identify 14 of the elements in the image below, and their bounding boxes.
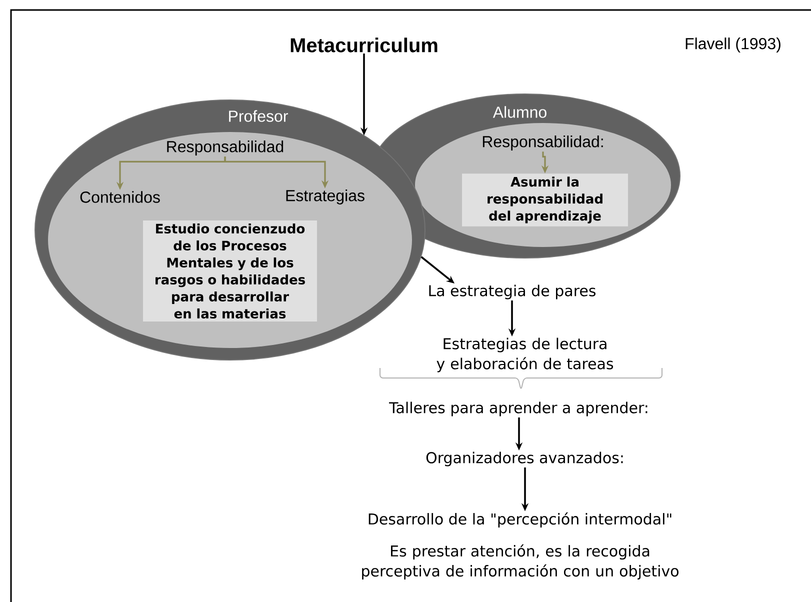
text: Es prestar atención, es la recogida perceptiva de información con un objetivo (362, 544, 678, 580)
text: Talleres para aprender a aprender: (389, 402, 648, 416)
text: Organizadores avanzados: (426, 452, 623, 466)
citation-text: Flavell (1993) (686, 38, 780, 52)
text: Responsabilidad: (482, 136, 603, 150)
text: Estrategias (286, 190, 364, 204)
text-box: Estudio concienzudo de los Procesos Mentales y de los rasgos o habilidades para desarrollar en las materias (143, 220, 317, 322)
text: Estrategias de lectura y elaboración de tareas (436, 338, 614, 372)
text-box: Asumir la responsabilidad del aprendizaje (462, 174, 628, 226)
title-text: Metacurriculum (290, 38, 438, 52)
text: Responsabilidad (167, 140, 284, 156)
text: Contenidos (80, 191, 160, 203)
text: La estrategia de pares (429, 284, 596, 300)
text: Desarrollo de la "percepción intermodal" (368, 512, 672, 528)
